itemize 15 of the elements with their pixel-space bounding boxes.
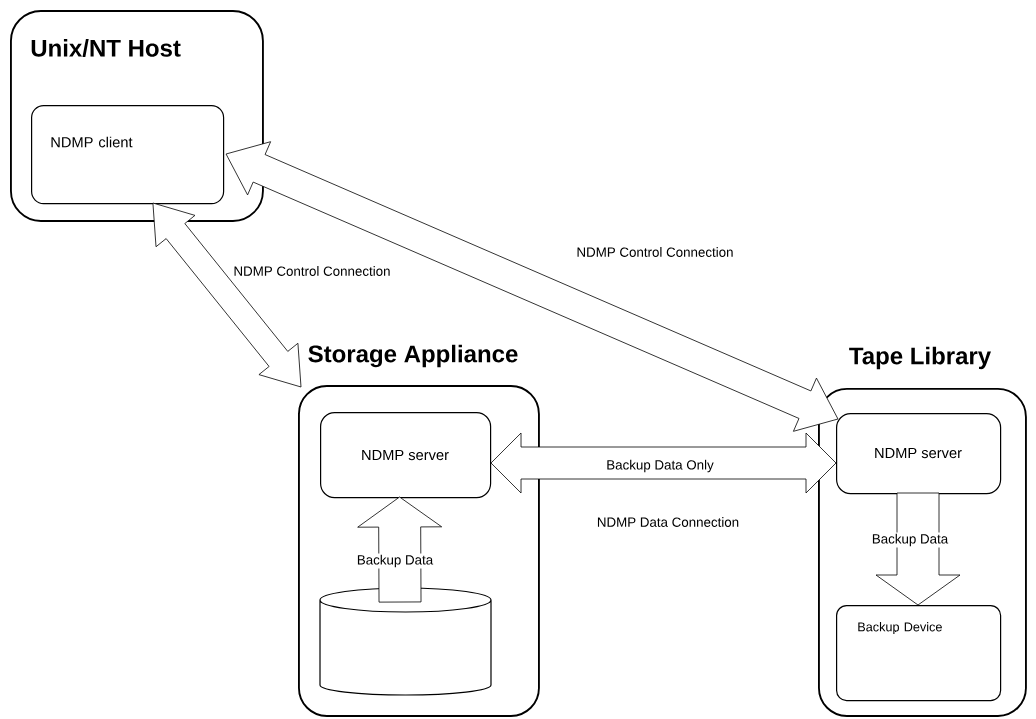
device-box: Backup Device — [836, 605, 1002, 702]
edge-label: NDMP Control Connection — [575, 245, 735, 259]
connection-caption: NDMP Data Connection — [597, 517, 739, 527]
client-box: NDMP client — [31, 105, 225, 205]
disk-cylinder — [319, 587, 492, 696]
edge-label: Backup Data — [870, 532, 950, 548]
edge-label: Backup Data Only — [604, 458, 716, 474]
block-arrow — [152, 202, 302, 388]
edge-label: NDMP Control Connection — [232, 264, 392, 278]
block-arrow — [225, 141, 839, 432]
server-box: NDMP server — [320, 412, 492, 499]
node-label: Storage Appliance — [308, 344, 518, 368]
edge-label: Backup Data — [355, 553, 435, 569]
node-label: Tape Library — [849, 346, 991, 370]
server-box: NDMP server — [836, 413, 1002, 495]
